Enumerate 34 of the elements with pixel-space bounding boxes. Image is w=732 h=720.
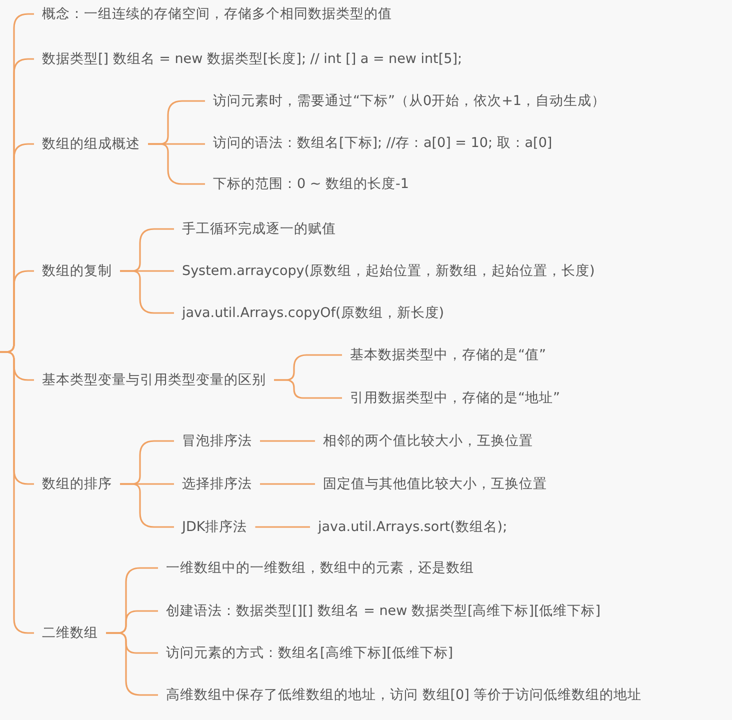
topic-text: 相邻的两个值比较大小，互换位置 — [323, 432, 533, 450]
topic-text: 访问的语法：数组名[下标]; //存：a[0] = 10; 取：a[0] — [213, 134, 552, 152]
branch-line — [274, 379, 342, 399]
branch-line — [260, 483, 315, 485]
branch-line — [120, 270, 174, 314]
topic-text: 访问元素时，需要通过“下标”（从0开始，依次+1，自动生成） — [213, 92, 606, 110]
topic-text: 概念：一组连续的存储空间，存储多个相同数据类型的值 — [42, 5, 392, 23]
topic-text: 创建语法：数据类型[][] 数组名 = new 数据类型[高维下标][低维下标] — [166, 602, 601, 620]
topic-text: 数组的排序 — [42, 475, 112, 493]
topic-text: 冒泡排序法 — [182, 432, 252, 450]
topic-text: 手工循环完成逐一的赋值 — [182, 220, 336, 238]
topic-text: 高维数组中保存了低维数组的地址，访问 数组[0] 等价于访问低维数组的地址 — [166, 686, 642, 704]
branch-line — [106, 632, 158, 696]
topic-text: java.util.Arrays.sort(数组名); — [318, 518, 508, 536]
topic-text: 数组的复制 — [42, 262, 112, 280]
branch-line — [120, 483, 174, 528]
topic-text: 基本类型变量与引用类型变量的区别 — [42, 371, 266, 389]
topic-text: 基本数据类型中，存储的是“值” — [350, 346, 546, 364]
branch-line — [0, 351, 34, 634]
topic-text: JDK排序法 — [182, 518, 248, 536]
topic-text: 一维数组中的一维数组，数组中的元素，还是数组 — [166, 559, 474, 577]
branch-line — [260, 440, 315, 442]
topic-text: java.util.Arrays.copyOf(原数组，新长度) — [182, 304, 444, 322]
topic-text: 数据类型[] 数组名 = new 数据类型[长度]; // int [] a = new int[5]; — [42, 50, 462, 68]
topic-text: System.arraycopy(原数组，起始位置，新数组，起始位置，长度) — [182, 262, 595, 280]
topic-text: 引用数据类型中，存储的是“地址” — [350, 389, 560, 407]
topic-text: 二维数组 — [42, 624, 98, 642]
topic-text: 访问元素的方式：数组名[高维下标][低维下标] — [166, 644, 454, 662]
branch-line — [148, 143, 205, 185]
topic-text: 选择排序法 — [182, 475, 252, 493]
topic-text: 下标的范围：0 ~ 数组的长度-1 — [213, 175, 409, 193]
branch-line — [255, 526, 310, 528]
topic-text: 数组的组成概述 — [42, 135, 140, 153]
topic-text: 固定值与其他值比较大小，互换位置 — [323, 475, 547, 493]
